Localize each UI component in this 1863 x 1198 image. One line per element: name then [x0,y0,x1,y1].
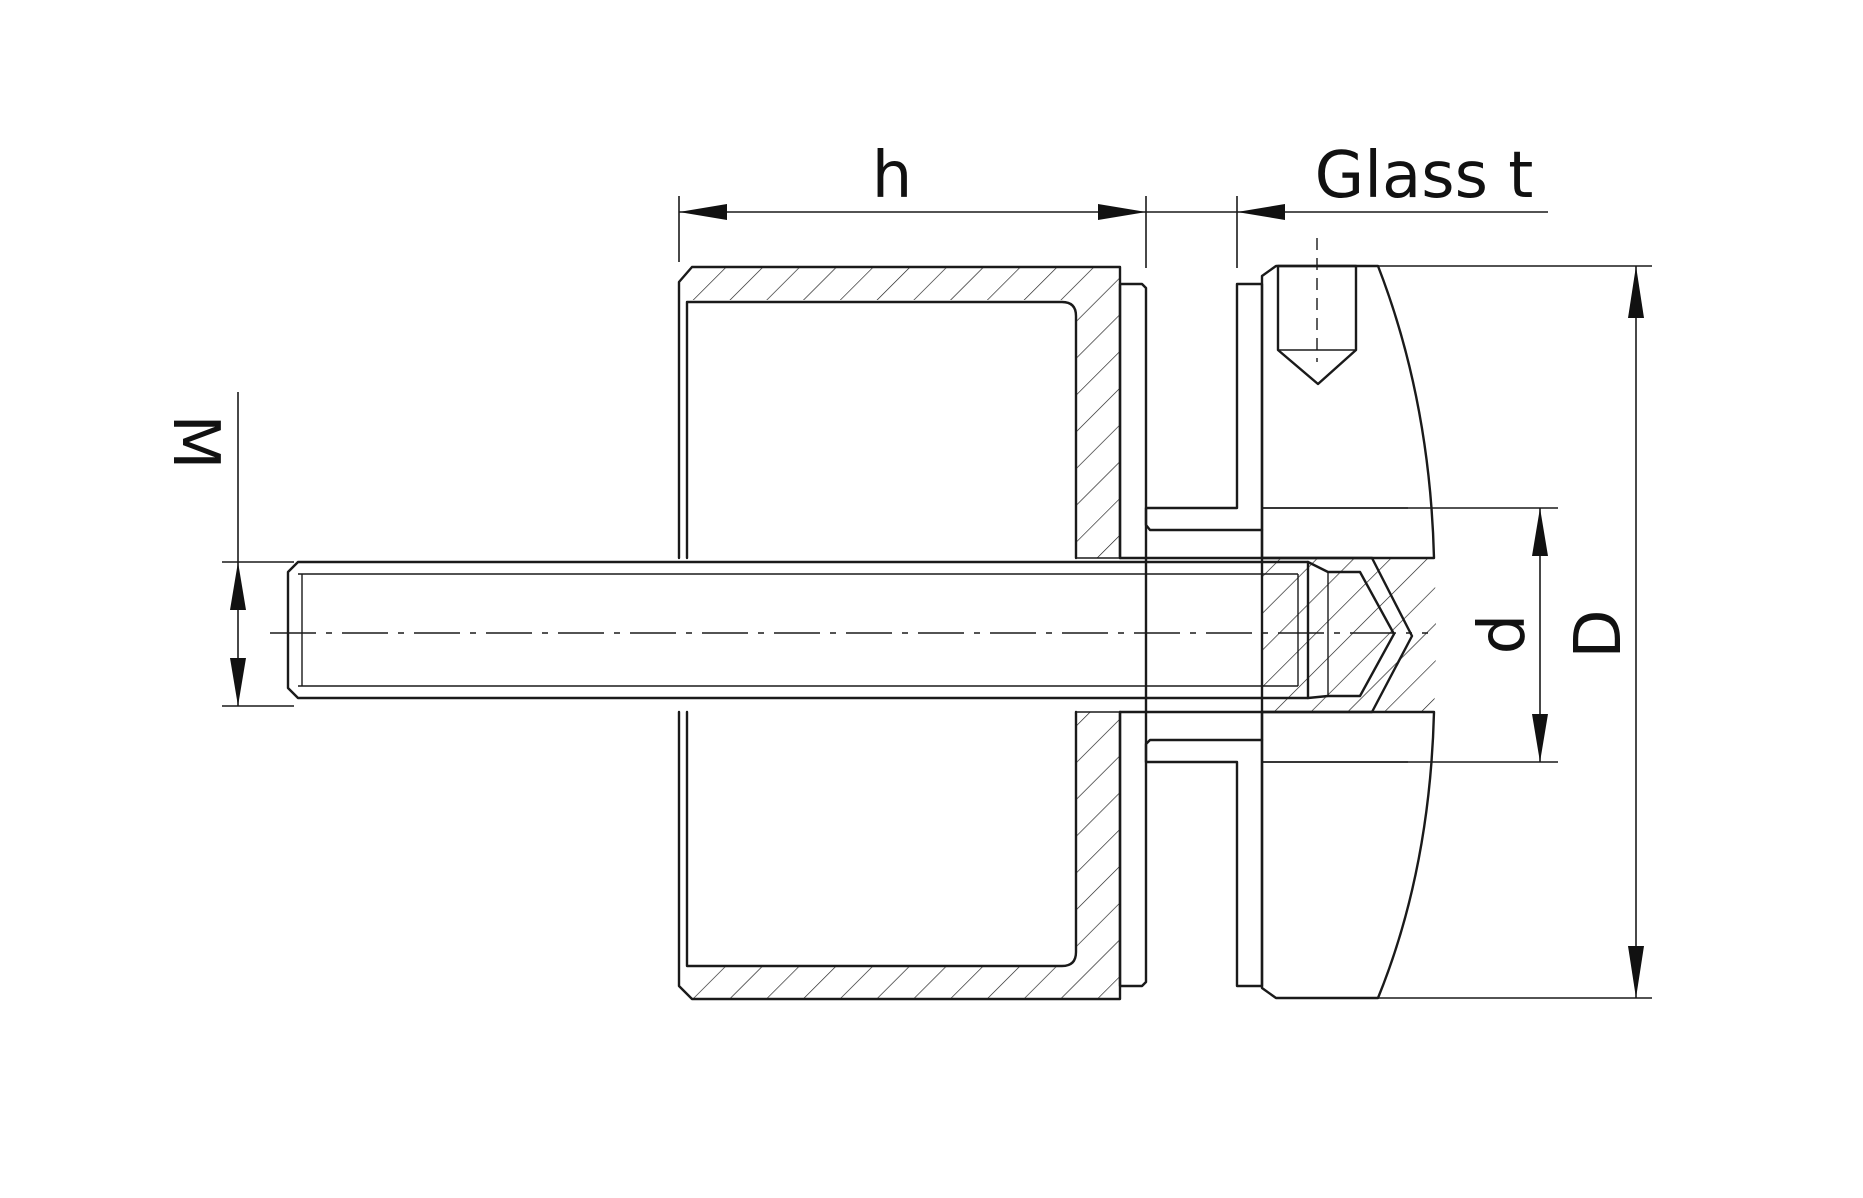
set-screw-hole [1276,264,1358,386]
dimension-big-d: D [1378,265,1652,999]
dimension-glass-t: Glass t [1146,139,1548,268]
left-gasket-bottom [1118,710,1148,988]
dimension-m: M [158,392,294,707]
sleeve-hatch-top [690,268,1120,558]
label-h: h [872,139,913,213]
cap-head-top [1260,264,1436,560]
sleeve-inner-top [685,300,1078,560]
sleeve-outline-bottom [677,710,1122,1001]
left-gasket-top [1118,282,1148,560]
label-big-d: D [1562,609,1636,658]
dimension-h: h [678,139,1147,268]
right-gasket-top [1144,282,1264,532]
dimension-d: d [1262,507,1558,763]
cap-head-middle [1262,558,1436,712]
cap-head-bottom [1260,710,1436,1000]
right-gasket [1144,282,1264,988]
cap-head [1144,238,1436,1000]
label-m: M [158,414,232,469]
threaded-bolt [270,560,1428,700]
label-glass-t: Glass t [1315,139,1534,213]
right-gasket-bottom [1144,738,1264,988]
left-gasket [1118,282,1148,988]
sleeve-inner-bottom [685,710,1078,968]
bolt-outline [286,560,1310,700]
mounting-sleeve [677,265,1122,1001]
sleeve-hatch-bottom [690,712,1120,998]
label-d: d [1466,614,1540,655]
sleeve-outline-top [677,265,1122,560]
